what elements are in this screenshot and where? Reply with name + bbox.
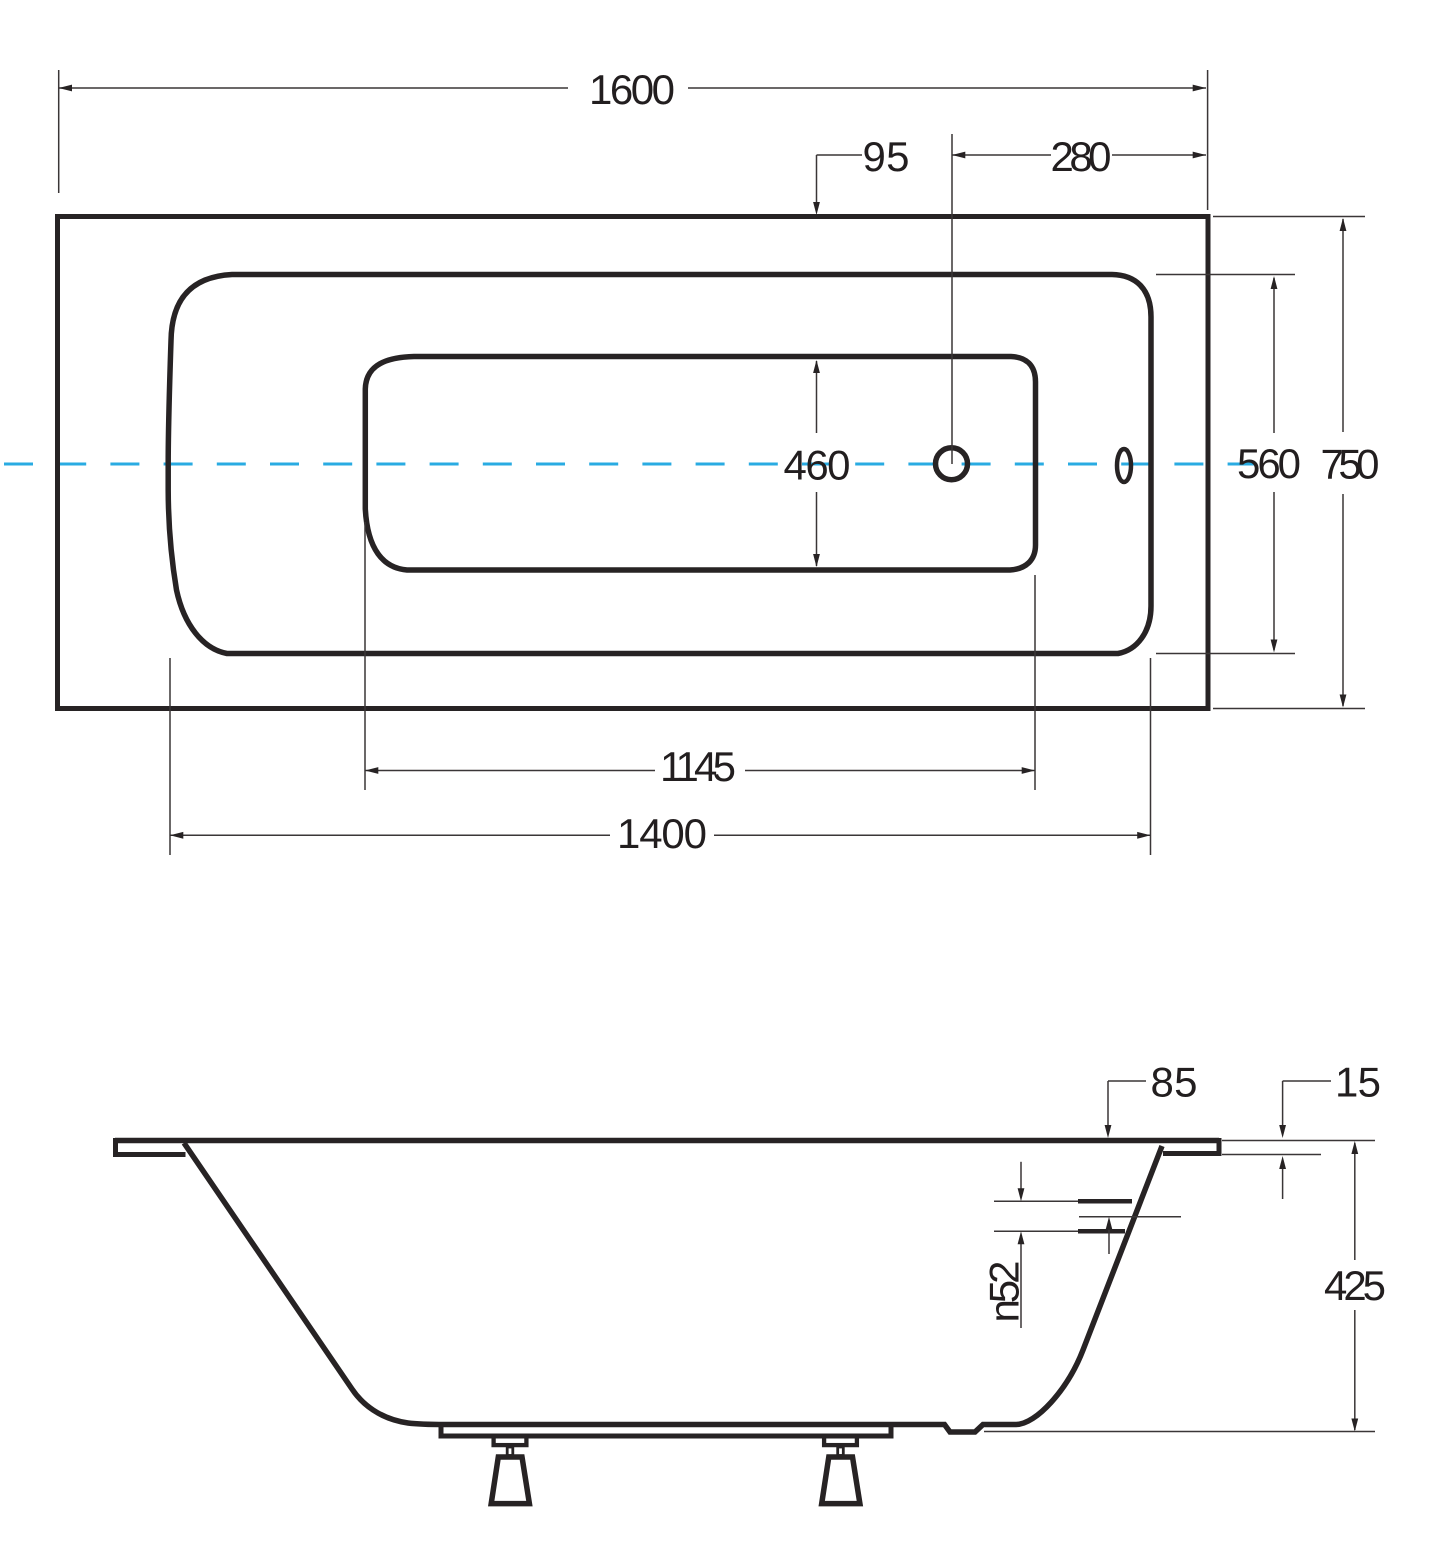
svg-text:85: 85 [1151, 1059, 1198, 1106]
svg-text:750: 750 [1321, 441, 1380, 488]
svg-text:1145: 1145 [660, 743, 736, 790]
svg-text:15: 15 [1335, 1059, 1381, 1106]
svg-text:280: 280 [1051, 133, 1112, 180]
svg-text:95: 95 [863, 133, 910, 180]
svg-text:560: 560 [1237, 440, 1301, 487]
svg-text:n52: n52 [981, 1261, 1028, 1323]
svg-text:460: 460 [784, 442, 851, 489]
svg-text:425: 425 [1324, 1262, 1386, 1309]
svg-text:1600: 1600 [589, 66, 675, 113]
svg-text:1400: 1400 [617, 810, 707, 857]
